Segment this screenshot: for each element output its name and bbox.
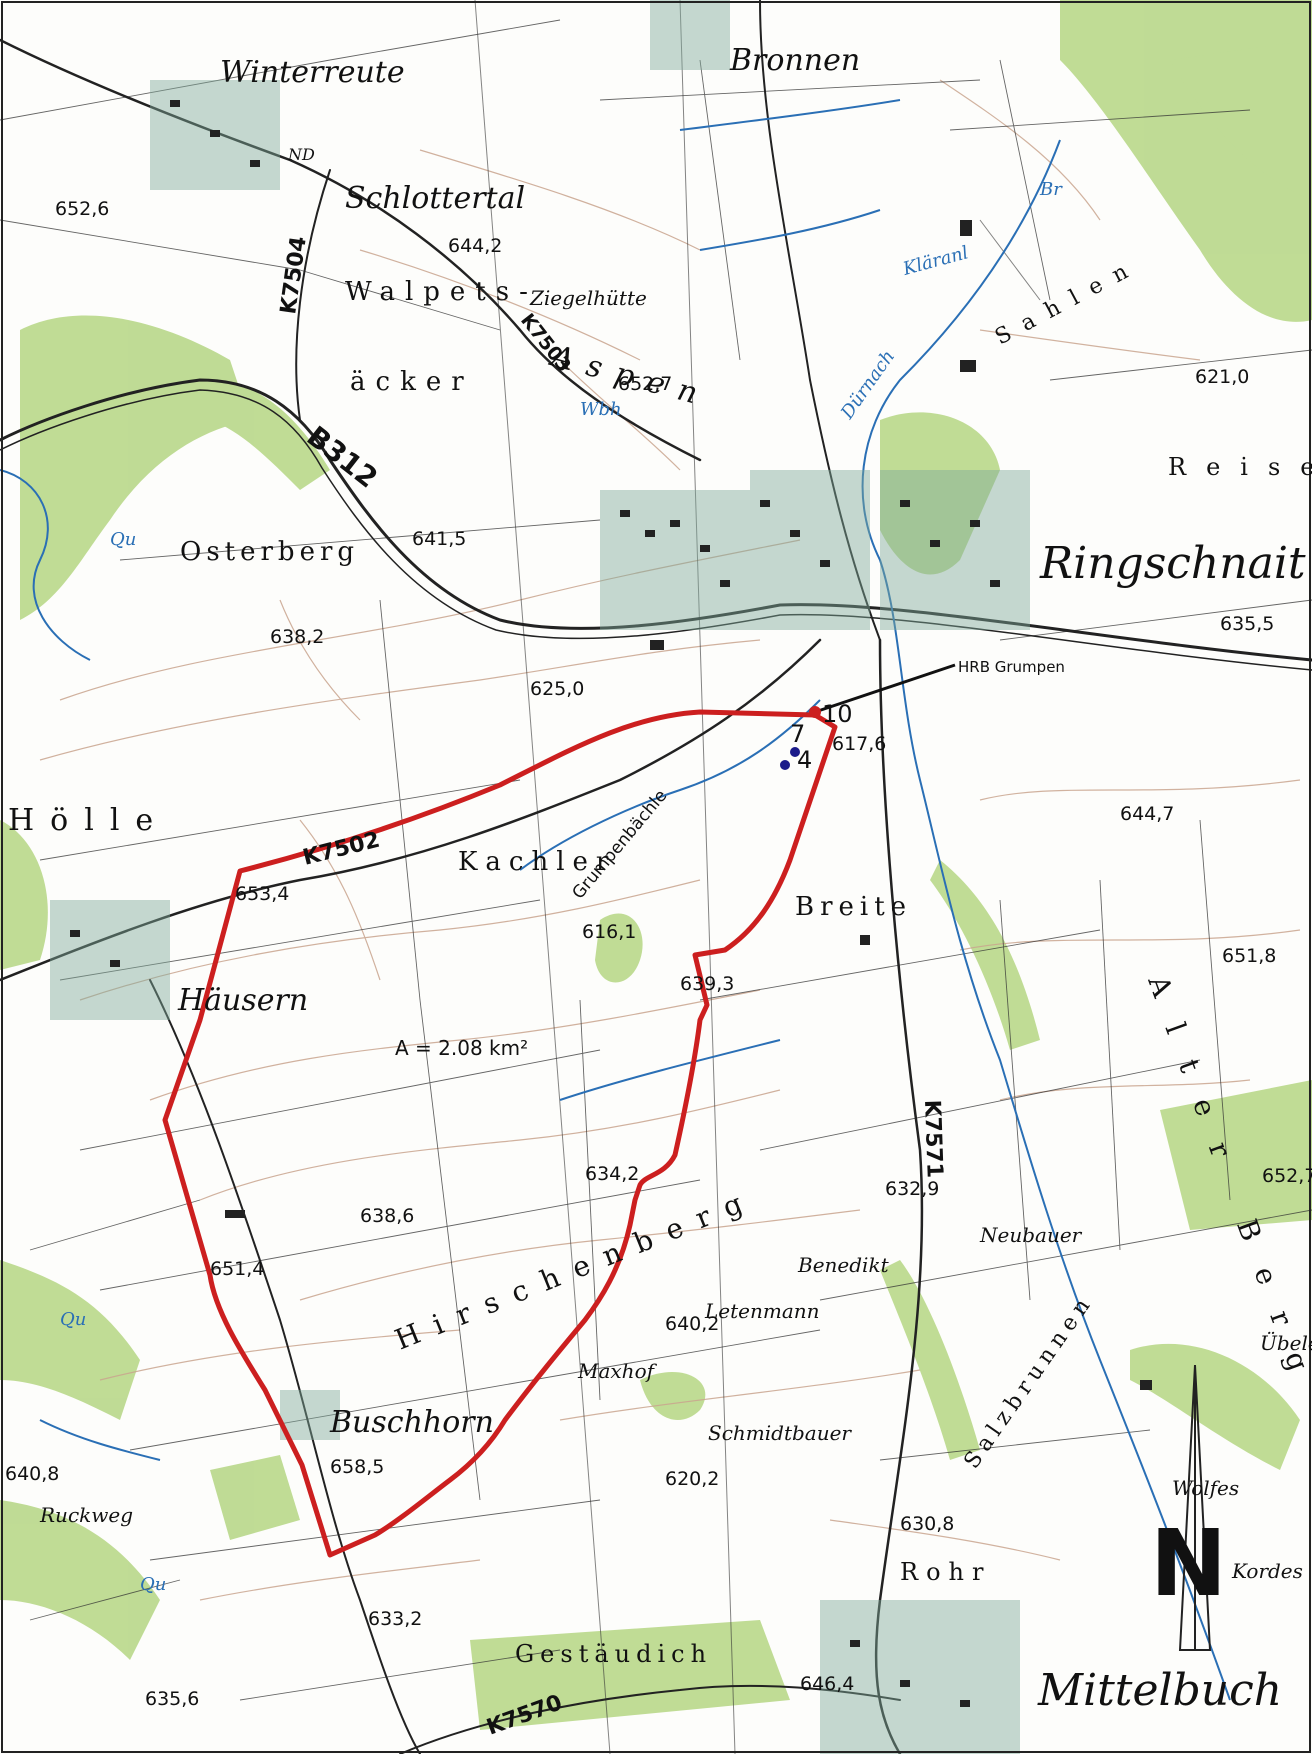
label-neubauer: Neubauer: [979, 1223, 1083, 1247]
label-k7571: K7571: [919, 1099, 947, 1178]
elev-644-2: 644,2: [448, 235, 502, 257]
label-gestaeudich: Gestäudich: [515, 1640, 712, 1668]
label-rohr: Rohr: [900, 1558, 991, 1586]
label-wbh: Wbh: [580, 399, 622, 420]
annotations: HRB Grumpen A = 2.08 km² 10 7 4: [395, 658, 1065, 1060]
label-bronnen: Bronnen: [729, 43, 860, 78]
elev-658-5: 658,5: [330, 1456, 384, 1478]
field-boundaries: [0, 19, 1312, 1701]
label-hoelle: Hölle: [8, 803, 169, 838]
label-ruckweg: Ruckweg: [39, 1503, 133, 1527]
north-arrow: N: [1150, 1364, 1227, 1651]
elev-638-6: 638,6: [360, 1205, 414, 1227]
label-benedikt: Benedikt: [797, 1253, 890, 1277]
elev-634-2: 634,2: [585, 1163, 639, 1185]
label-qu-2: Qu: [60, 1309, 86, 1330]
elev-640-8: 640,8: [5, 1463, 59, 1485]
elev-641-5: 641,5: [412, 528, 466, 550]
elev-640-2: 640,2: [665, 1313, 719, 1335]
elev-652-6: 652,6: [55, 198, 109, 220]
elev-616-1: 616,1: [582, 921, 636, 943]
label-schmidtbauer: Schmidtbauer: [708, 1421, 852, 1445]
elev-621-0: 621,0: [1195, 366, 1249, 388]
label-mittelbuch: Mittelbuch: [1037, 1665, 1282, 1716]
contour-lines: [39, 79, 1301, 1601]
elevation-labels: 652,6 644,2 652,7 621,0 641,5 638,2 625,…: [5, 198, 1312, 1710]
elev-632-9: 632,9: [885, 1178, 939, 1200]
label-schlottertal: Schlottertal: [345, 181, 525, 216]
elev-617-6: 617,6: [832, 733, 886, 755]
marker-10: 10: [822, 700, 853, 728]
label-kordes: Kordes: [1231, 1559, 1303, 1583]
elev-625-0: 625,0: [530, 678, 584, 700]
label-haeusern: Häusern: [177, 983, 308, 1018]
elev-638-2: 638,2: [270, 626, 324, 648]
label-nd: ND: [287, 145, 315, 164]
elev-635-5: 635,5: [1220, 613, 1274, 635]
hrb-marker: [780, 663, 956, 770]
label-breite: Breite: [795, 892, 912, 922]
label-qu-1: Qu: [110, 529, 136, 550]
grid-lines: [474, 0, 1041, 1754]
label-reise: Reise: [1168, 453, 1312, 481]
label-aecker: äcker: [350, 367, 474, 397]
elev-639-3: 639,3: [680, 973, 734, 995]
label-kachler: Kachler: [458, 847, 616, 877]
label-winterreute: Winterreute: [220, 55, 405, 90]
label-letenmann: Letenmann: [704, 1299, 820, 1323]
label-qu-3: Qu: [140, 1574, 166, 1595]
marker-4: 4: [797, 746, 812, 774]
elev-633-2: 633,2: [368, 1608, 422, 1630]
label-ringschnait: Ringschnait: [1039, 538, 1306, 589]
streams: [0, 99, 1231, 1701]
elev-652-7b: 652,7: [1262, 1165, 1312, 1187]
catchment-boundary: [162, 709, 838, 1558]
elev-635-6: 635,6: [145, 1688, 199, 1710]
elev-620-2: 620,2: [665, 1468, 719, 1490]
elev-651-8: 651,8: [1222, 945, 1276, 967]
label-walpets: Walpets-: [345, 277, 538, 307]
label-ziegelhuette: Ziegelhütte: [529, 286, 647, 310]
elev-644-7: 644,7: [1120, 803, 1174, 825]
label-maxhof: Maxhof: [577, 1359, 658, 1383]
north-label: N: [1150, 1510, 1227, 1617]
area-label: A = 2.08 km²: [395, 1036, 528, 1060]
settlements: [50, 0, 1152, 1754]
hrb-label: HRB Grumpen: [958, 658, 1065, 676]
elev-646-4: 646,4: [800, 1673, 854, 1695]
label-osterberg: Osterberg: [180, 537, 359, 567]
elev-653-4: 653,4: [235, 883, 289, 905]
elev-652-7: 652,7: [618, 373, 672, 395]
label-buschhorn: Buschhorn: [329, 1405, 494, 1440]
label-br: Br: [1039, 179, 1063, 200]
elev-630-8: 630,8: [900, 1513, 954, 1535]
marker-7: 7: [790, 720, 805, 748]
elev-651-4: 651,4: [210, 1258, 264, 1280]
label-wolfes: Wolfes: [1172, 1476, 1239, 1500]
label-uebele: Übele: [1260, 1330, 1312, 1355]
